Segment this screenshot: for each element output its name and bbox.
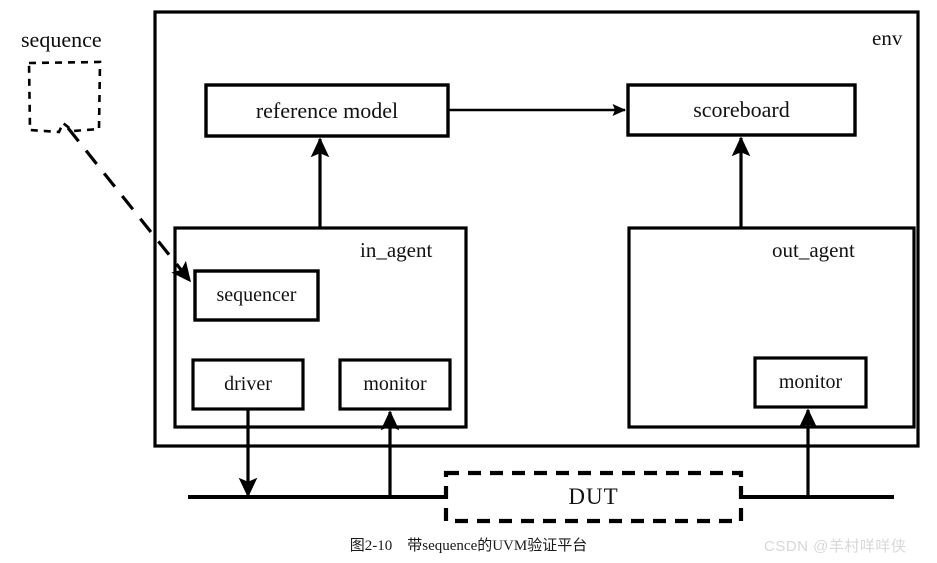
env-box: [153, 10, 920, 448]
sequencer-box: [193, 269, 320, 322]
sequence-callout-shape: [27, 60, 102, 134]
scoreboard-box: [626, 83, 857, 137]
out-agent-monitor-box: [753, 356, 868, 409]
sequencer-label: sequencer: [216, 284, 297, 306]
sequence-label: sequence: [21, 27, 102, 52]
reference-model-box: [204, 83, 450, 138]
csdn-watermark: CSDN @羊村咩咩侠: [764, 538, 907, 555]
figure-caption: 图2-10 带sequence的UVM验证平台: [349, 538, 588, 554]
reference-model-label: reference model: [255, 97, 399, 123]
in-agent-label: in_agent: [360, 238, 433, 262]
in-agent-monitor-box: [338, 358, 452, 411]
dut-label: DUT: [568, 484, 619, 509]
out-agent-monitor-label: monitor: [778, 371, 843, 393]
out-agent-box: [627, 226, 916, 429]
sequence-to-sequencer-arrow: [66, 127, 192, 283]
out-agent-label: out_agent: [772, 238, 855, 262]
scoreboard-label: scoreboard: [693, 97, 790, 122]
driver-label: driver: [224, 373, 272, 395]
in-agent-monitor-label: monitor: [363, 373, 427, 395]
env-label: env: [872, 26, 903, 50]
